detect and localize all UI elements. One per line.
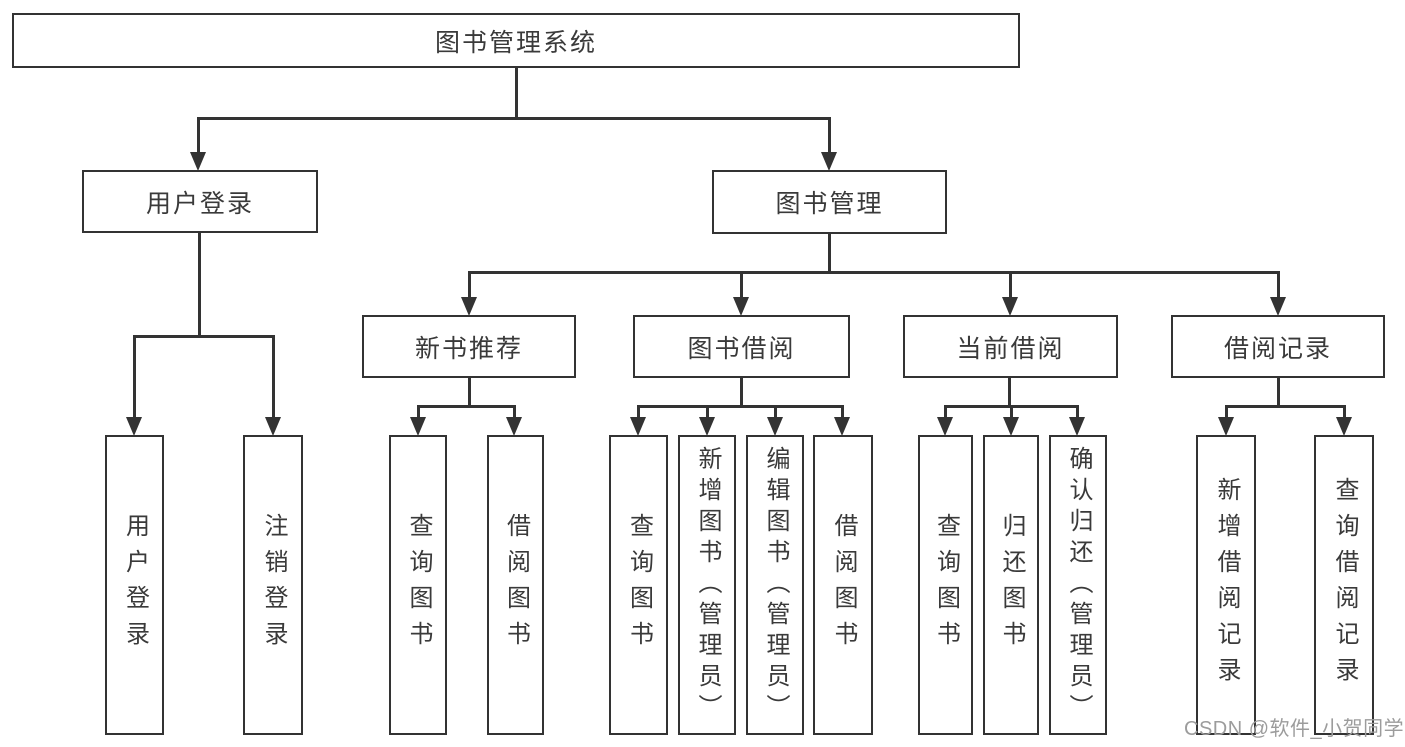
node-label: 新增借阅记录 [1213, 477, 1240, 693]
node-label: 查询图书 [932, 513, 960, 657]
arrow-down-icon [1002, 297, 1018, 316]
connector-line [197, 117, 831, 120]
node-label: 图书管理 [775, 190, 884, 218]
connector-line [515, 68, 518, 119]
leaf-logout: 注销登录 [243, 435, 303, 735]
connector-line [1225, 405, 1228, 420]
node-label: 用户登录 [121, 513, 149, 657]
leaf-borrow-query-books: 查询图书 [609, 435, 668, 735]
leaf-borrow-books: 借阅图书 [813, 435, 873, 735]
arrow-down-icon [1270, 297, 1286, 316]
connector-line [740, 271, 743, 299]
node-label: 查询图书 [625, 513, 653, 657]
arrow-down-icon [1336, 417, 1352, 436]
node-label: 新增图书（管理员） [694, 445, 721, 725]
connector-line [1010, 405, 1013, 420]
connector-line [197, 117, 200, 155]
connector-line [1277, 378, 1280, 408]
node-label: 编辑图书（管理员） [762, 445, 789, 725]
node-label: 查询借阅记录 [1331, 477, 1358, 693]
node-label: 确认归还（管理员） [1065, 445, 1092, 725]
connector-line [1009, 271, 1012, 299]
node-book-management: 图书管理 [712, 170, 947, 234]
arrow-down-icon [699, 417, 715, 436]
watermark-text: CSDN @软件_小贺同学 [1184, 718, 1405, 740]
node-label: 借阅图书 [830, 513, 857, 657]
arrow-down-icon [1003, 417, 1019, 436]
arrow-down-icon [190, 152, 206, 171]
node-label: 归还图书 [998, 513, 1025, 657]
connector-line [637, 405, 844, 408]
node-label: 当前借阅 [956, 334, 1065, 363]
node-label: 借阅图书 [502, 513, 530, 657]
leaf-recommend-borrow-books: 借阅图书 [487, 435, 544, 735]
arrow-down-icon [506, 417, 522, 436]
leaf-confirm-return-admin: 确认归还（管理员） [1049, 435, 1107, 735]
node-label: 图书管理系统 [434, 28, 597, 57]
node-new-book-recommend: 新书推荐 [362, 315, 576, 378]
connector-line [198, 233, 201, 337]
connector-line [828, 233, 831, 274]
connector-line [740, 378, 743, 408]
connector-line [637, 405, 640, 420]
node-label: 查询图书 [405, 513, 432, 657]
node-label: 图书借阅 [687, 334, 796, 363]
arrow-down-icon [126, 417, 142, 436]
connector-line [513, 405, 516, 420]
node-root: 图书管理系统 [12, 13, 1020, 68]
arrow-down-icon [733, 297, 749, 316]
leaf-add-book-admin: 新增图书（管理员） [678, 435, 736, 735]
node-user-login: 用户登录 [82, 170, 318, 233]
leaf-recommend-query-books: 查询图书 [389, 435, 447, 735]
connector-line [828, 117, 831, 155]
node-borrow-records: 借阅记录 [1171, 315, 1385, 378]
connector-line [468, 271, 471, 299]
node-current-borrow: 当前借阅 [903, 315, 1118, 378]
connector-line [468, 271, 1280, 274]
connector-line [1343, 405, 1346, 420]
leaf-edit-book-admin: 编辑图书（管理员） [746, 435, 804, 735]
connector-line [417, 405, 516, 408]
connector-line [468, 378, 471, 408]
connector-line [774, 405, 777, 420]
arrow-down-icon [630, 417, 646, 436]
leaf-return-books: 归还图书 [983, 435, 1039, 735]
node-book-borrow: 图书借阅 [633, 315, 850, 378]
node-label: 用户登录 [145, 189, 254, 218]
arrow-down-icon [461, 297, 477, 316]
connector-line [133, 335, 136, 419]
arrow-down-icon [1069, 417, 1085, 436]
connector-line [1277, 271, 1280, 299]
connector-line [133, 335, 275, 338]
leaf-add-borrow-record: 新增借阅记录 [1196, 435, 1256, 735]
arrow-down-icon [834, 417, 850, 436]
connector-line [1225, 405, 1345, 408]
node-label: 借阅记录 [1223, 334, 1332, 363]
arrow-down-icon [1218, 417, 1234, 436]
connector-line [1076, 405, 1079, 420]
leaf-current-query-books: 查询图书 [918, 435, 973, 735]
connector-line [272, 335, 275, 419]
node-label: 新书推荐 [414, 334, 523, 363]
arrow-down-icon [265, 417, 281, 436]
arrow-down-icon [767, 417, 783, 436]
connector-line [944, 405, 947, 420]
node-label: 注销登录 [260, 513, 287, 657]
connector-line [1008, 378, 1011, 408]
connector-line [706, 405, 709, 420]
arrow-down-icon [937, 417, 953, 436]
connector-line [841, 405, 844, 420]
connector-line [417, 405, 420, 420]
arrow-down-icon [821, 152, 837, 171]
arrow-down-icon [410, 417, 426, 436]
leaf-user-login: 用户登录 [105, 435, 164, 735]
leaf-query-borrow-record: 查询借阅记录 [1314, 435, 1374, 735]
